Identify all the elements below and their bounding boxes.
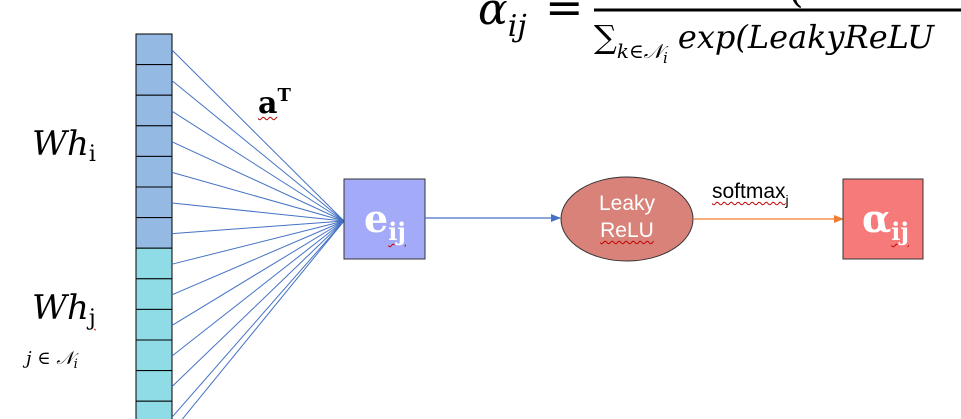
wh-j-cell bbox=[135, 308, 173, 341]
fan-line bbox=[171, 202, 345, 222]
wh-i-cell bbox=[135, 217, 173, 249]
fan-line bbox=[171, 220, 345, 265]
alpha-symbol: α bbox=[478, 0, 508, 35]
fan-line bbox=[171, 220, 345, 326]
formula-lhs: αij bbox=[478, 0, 527, 44]
wh-i-cell bbox=[135, 186, 173, 219]
fan-line bbox=[171, 220, 345, 296]
wh-i-cell bbox=[135, 33, 173, 66]
fan-line bbox=[171, 110, 345, 222]
fan-line bbox=[181, 220, 345, 419]
wh-i-cell bbox=[135, 94, 173, 127]
j-in-neighborhood-label: j ∈ 𝒩i bbox=[26, 348, 78, 372]
sum-symbol: ∑ bbox=[594, 18, 617, 56]
feature-vector bbox=[135, 33, 173, 419]
fan-line bbox=[171, 80, 345, 222]
denominator-text: exp(LeakyReLU bbox=[677, 18, 935, 56]
wh-j-cell bbox=[135, 247, 173, 280]
alpha-ij-box bbox=[842, 178, 924, 260]
fan-line bbox=[171, 220, 345, 418]
attention-weight-lines bbox=[171, 49, 345, 419]
alpha-ij-text: αij bbox=[862, 196, 910, 246]
fan-line bbox=[171, 171, 345, 222]
alpha-subscript: ij bbox=[507, 9, 527, 44]
wh-j-cell bbox=[135, 400, 173, 419]
equals-sign: = bbox=[545, 0, 584, 34]
formula-numerator-paren: ( bbox=[788, 0, 804, 12]
wh-i-cell bbox=[135, 125, 173, 157]
wh-j-cell bbox=[135, 370, 173, 402]
e-ij-text: eij bbox=[364, 196, 406, 246]
a-transpose-label: aT bbox=[258, 85, 291, 121]
fan-line bbox=[171, 141, 345, 222]
wh-j-label: Whj bbox=[32, 288, 96, 331]
wh-i-cell bbox=[135, 155, 173, 188]
fan-line bbox=[171, 220, 345, 235]
wh-i-cell bbox=[135, 64, 173, 96]
softmax-label: softmaxj bbox=[712, 180, 789, 208]
sum-subscript: k∈𝒩i bbox=[616, 39, 668, 67]
formula-equals: = bbox=[545, 0, 584, 34]
wh-j-cell bbox=[135, 339, 173, 372]
fan-line bbox=[171, 220, 345, 387]
wh-i-label: Whi bbox=[32, 124, 96, 167]
formula-denominator: ∑k∈𝒩i exp(LeakyReLU bbox=[594, 18, 935, 67]
fan-line bbox=[171, 49, 345, 222]
fan-line bbox=[171, 220, 345, 357]
wh-j-cell bbox=[135, 278, 173, 310]
leaky-relu-text: Leaky ReLU bbox=[598, 192, 656, 242]
e-ij-box bbox=[343, 178, 426, 260]
